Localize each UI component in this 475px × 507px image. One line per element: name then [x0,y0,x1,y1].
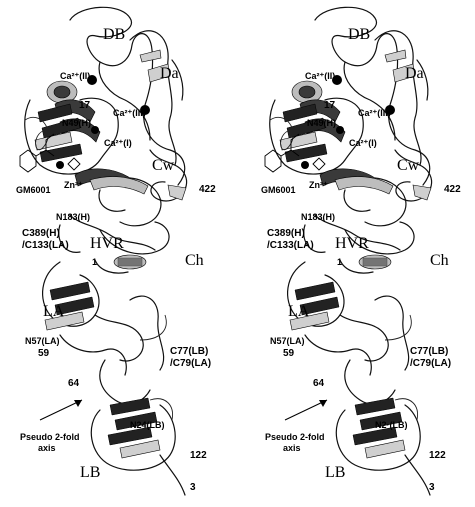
label-residue-59: 59 [283,348,295,359]
label-residue-422: 422 [444,184,461,195]
label-residue-59: 59 [38,348,50,359]
label-residue-3: 3 [429,482,435,493]
label-c77lb: C77(LB) [170,346,208,357]
label-ca-i: Ca²⁺(I) [104,138,132,148]
label-domain-cw: Cw [397,157,420,174]
zinc-ion [56,161,64,169]
label-ca-iii: Ca²⁺(III) [113,108,146,118]
label-hvr: HVR [90,235,124,252]
label-n49h: N49(H) [307,118,336,128]
label-gm6001: GM6001 [16,185,51,195]
zinc-ion [301,161,309,169]
label-domain-da: Da [405,65,424,82]
label-residue-122: 122 [190,450,207,461]
label-c389h: C389(H) [22,228,60,239]
label-domain-ch: Ch [430,252,449,269]
label-ca-iii: Ca²⁺(III) [358,108,391,118]
label-residue-64: 64 [68,378,80,389]
label-residue-17: 17 [79,100,91,111]
label-residue-122: 122 [429,450,446,461]
label-domain-db: DB [348,26,370,43]
stereo-panel-left: DB Da Cw Ch LA LB HVR Ca²⁺(II) Ca²⁺(III)… [16,7,216,495]
label-ca-i: Ca²⁺(I) [349,138,377,148]
calcium-ion-i [336,126,344,134]
label-residue-1: 1 [92,257,97,267]
label-n24lb: N2·(LB) [375,420,408,430]
label-c389h: C389(H) [267,228,305,239]
label-domain-ch: Ch [185,252,204,269]
stereo-panel-right: DB Da Cw Ch LA LB HVR Ca²⁺(II) Ca²⁺(III)… [261,7,461,495]
label-n49h: N49(H) [62,118,91,128]
label-domain-cw: Cw [152,157,175,174]
label-domain-lb: LB [80,464,100,481]
label-n183h: N183(H) [301,212,335,222]
label-residue-64: 64 [313,378,325,389]
label-n183h: N183(H) [56,212,90,222]
label-pseudo-2-fold: Pseudo 2-fold [265,432,325,442]
label-hvr: HVR [335,235,369,252]
label-c77lb: C77(LB) [410,346,448,357]
label-domain-la: LA [43,303,65,320]
label-ca-ii: Ca²⁺(II) [60,71,90,81]
label-c133la: /C133(LA) [22,240,69,251]
label-n57la: N57(LA) [270,336,305,346]
label-domain-db: DB [103,26,125,43]
label-c133la: /C133(LA) [267,240,314,251]
label-axis: axis [283,443,301,453]
label-residue-17: 17 [324,100,336,111]
label-zinc: Zn²⁺ [64,180,83,190]
label-domain-da: Da [160,65,179,82]
label-residue-422: 422 [199,184,216,195]
label-gm6001: GM6001 [261,185,296,195]
label-ca-ii: Ca²⁺(II) [305,71,335,81]
label-pseudo-2-fold: Pseudo 2-fold [20,432,80,442]
label-domain-la: LA [288,303,310,320]
label-c79la: /C79(LA) [410,358,451,369]
label-zinc: Zn²⁺ [309,180,328,190]
label-residue-3: 3 [190,482,196,493]
label-c79la: /C79(LA) [170,358,211,369]
label-residue-1: 1 [337,257,342,267]
label-axis: axis [38,443,56,453]
calcium-ion-i [91,126,99,134]
label-n24lb: N24(LB) [130,420,165,430]
label-n57la: N57(LA) [25,336,60,346]
label-domain-lb: LB [325,464,345,481]
